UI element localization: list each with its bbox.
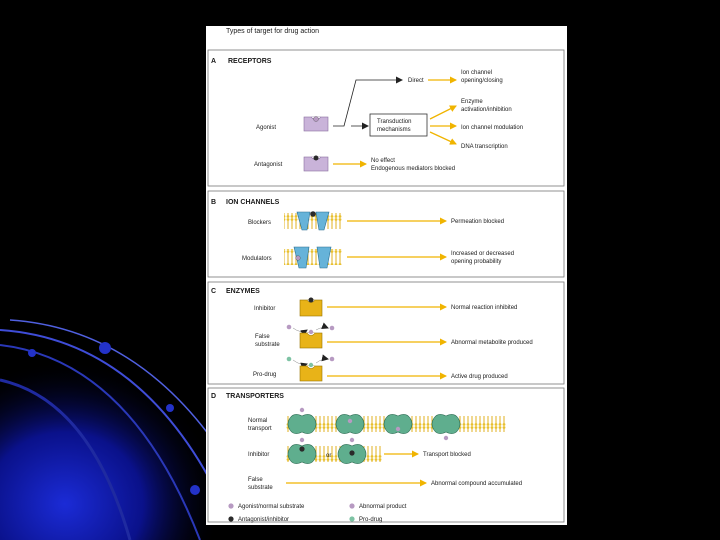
- enzyme-false-substrate: [286, 322, 335, 349]
- legend-abnormal: Abnormal product: [359, 504, 407, 510]
- enzyme-inhibited: [299, 297, 323, 317]
- legend-abnormal-swatch: [349, 503, 355, 509]
- transport-false-1: False: [248, 477, 263, 483]
- open-prob-1: Increased or decreased: [451, 251, 514, 257]
- transduction-label-2: mechanisms: [377, 127, 411, 133]
- accumulated-label: Abnormal compound accumulated: [431, 481, 522, 487]
- transport-inhibitor-label: Inhibitor: [248, 452, 269, 458]
- inhibitor-label: Inhibitor: [254, 306, 275, 312]
- modulators-label: Modulators: [242, 256, 272, 262]
- legend-antagonist: Antagonist/inhibitor: [238, 517, 289, 523]
- ion-channel-blocked: [284, 211, 342, 231]
- legend-prodrug-swatch: [349, 516, 355, 522]
- or-label: or: [326, 453, 331, 459]
- normal-transport-1: Normal: [248, 418, 267, 424]
- no-effect-1: No effect: [371, 158, 395, 164]
- transduction-label-1: Transduction: [377, 119, 411, 125]
- ion-open-1: Ion channel: [461, 70, 492, 76]
- ion-open-2: opening/closing: [461, 78, 503, 84]
- abnormal-label: Abnormal metabolite produced: [451, 340, 533, 346]
- ion-channel-modulated: [284, 246, 342, 269]
- agonist-label: Agonist: [256, 125, 276, 131]
- prodrug-label: Pro-drug: [253, 372, 276, 378]
- direct-path: [333, 76, 403, 127]
- transport-false-2: substrate: [248, 485, 273, 491]
- no-effect-2: Endogenous mediators blocked: [371, 166, 455, 172]
- legend-agonist-swatch: [228, 503, 234, 509]
- section-receptors: A RECEPTORS Agonist Direct Transduction …: [207, 49, 565, 187]
- antagonist-label: Antagonist: [254, 162, 283, 168]
- transduction-box: [369, 113, 428, 137]
- figure-title: Types of target for drug action: [226, 28, 319, 35]
- section-transporters: D TRANSPORTERS Normal transport Inhibito…: [207, 387, 565, 523]
- section-heading: RECEPTORS: [228, 58, 272, 65]
- enzyme-2: activation/inhibition: [461, 107, 512, 113]
- section-letter: D: [211, 393, 216, 400]
- blockers-label: Blockers: [248, 220, 271, 226]
- direct-label: Direct: [408, 78, 424, 84]
- section-ion-channels: B ION CHANNELS Blockers Permeation block…: [207, 190, 565, 278]
- section-heading: ENZYMES: [226, 288, 260, 295]
- antagonist-dot: [313, 155, 319, 161]
- enzyme-prodrug: [286, 354, 335, 382]
- section-enzymes: C ENZYMES Inhibitor Normal reaction inhi…: [207, 281, 565, 385]
- perm-label: Permeation blocked: [451, 219, 504, 225]
- section-heading: TRANSPORTERS: [226, 393, 284, 400]
- section-letter: B: [211, 199, 216, 206]
- blocked-label: Transport blocked: [423, 452, 471, 458]
- agonist-dot: [313, 116, 319, 122]
- drug-target-figure: Types of target for drug action A RECEPT…: [206, 26, 567, 525]
- false-substrate-2: substrate: [255, 342, 280, 348]
- active-label: Active drug produced: [451, 374, 508, 380]
- legend: Agonist/normal substrate Antagonist/inhi…: [228, 503, 407, 523]
- section-heading: ION CHANNELS: [226, 199, 280, 206]
- ion-mod-label: Ion channel modulation: [461, 125, 523, 131]
- transporter-normal-row: [286, 407, 506, 441]
- normal-transport-2: transport: [248, 426, 272, 432]
- receptor-agonist: [303, 116, 329, 132]
- open-prob-2: opening probability: [451, 259, 501, 265]
- false-substrate-1: False: [255, 334, 270, 340]
- normal-label: Normal reaction inhibited: [451, 305, 517, 311]
- enzyme-1: Enzyme: [461, 99, 483, 105]
- legend-antagonist-swatch: [228, 516, 234, 522]
- receptor-antagonist: [303, 155, 329, 172]
- transporter-inhibited-row: or: [286, 437, 382, 464]
- legend-agonist: Agonist/normal substrate: [238, 504, 305, 510]
- section-letter: A: [211, 58, 216, 65]
- dna-label: DNA transcription: [461, 144, 508, 150]
- section-letter: C: [211, 288, 216, 295]
- legend-prodrug: Pro-drug: [359, 517, 382, 523]
